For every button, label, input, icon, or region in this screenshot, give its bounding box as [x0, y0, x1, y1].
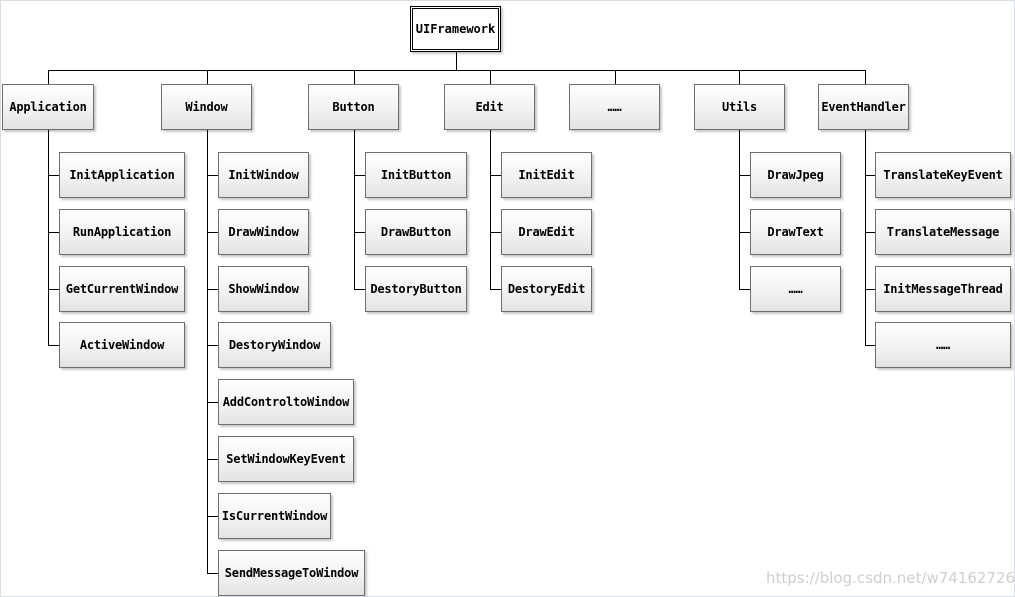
module-node-application: Application	[2, 84, 94, 130]
child-branch-line	[207, 175, 218, 176]
child-branch-line	[207, 289, 218, 290]
child-trunk-line	[354, 130, 355, 290]
function-node-drawwindow: DrawWindow	[218, 209, 309, 255]
child-branch-line	[354, 175, 365, 176]
function-node-initbutton: InitButton	[365, 152, 467, 198]
child-branch-line	[490, 232, 501, 233]
child-branch-line	[739, 175, 750, 176]
module-node-utils: Utils	[694, 84, 785, 130]
function-node-initmessagethread: InitMessageThread	[875, 266, 1011, 312]
function-node-translatemessage: TranslateMessage	[875, 209, 1011, 255]
child-branch-line	[207, 459, 218, 460]
child-branch-line	[207, 573, 218, 574]
function-node-initedit: InitEdit	[501, 152, 592, 198]
function-node-destorybutton: DestoryButton	[365, 266, 467, 312]
function-node-drawtext: DrawText	[750, 209, 841, 255]
module-node-more: ……	[569, 84, 660, 130]
child-branch-line	[48, 345, 59, 346]
child-branch-line	[865, 345, 875, 346]
child-trunk-line	[207, 130, 208, 574]
function-node-setwindowkeyevent: SetWindowKeyEvent	[218, 436, 354, 482]
module-drop-line	[48, 70, 49, 84]
watermark: https://blog.csdn.net/w741627265	[766, 569, 1015, 587]
function-node-destoryedit: DestoryEdit	[501, 266, 592, 312]
function-node-runapplication: RunApplication	[59, 209, 185, 255]
function-node-destorywindow: DestoryWindow	[218, 322, 331, 368]
child-branch-line	[48, 289, 59, 290]
function-node-getcurrentwindow: GetCurrentWindow	[59, 266, 185, 312]
function-node-addcontroltowindow: AddControltoWindow	[218, 379, 354, 425]
function-node-sendmessagetowindow: SendMessageToWindow	[218, 550, 365, 596]
module-bus-line	[48, 70, 865, 71]
module-drop-line	[865, 70, 866, 84]
module-node-button: Button	[308, 84, 399, 130]
child-trunk-line	[865, 130, 866, 346]
child-trunk-line	[739, 130, 740, 290]
child-branch-line	[207, 232, 218, 233]
root-connector	[456, 52, 457, 71]
module-drop-line	[207, 70, 208, 84]
child-branch-line	[354, 289, 365, 290]
function-node-initapplication: InitApplication	[59, 152, 185, 198]
child-branch-line	[48, 175, 59, 176]
function-node-drawbutton: DrawButton	[365, 209, 467, 255]
module-node-window: Window	[161, 84, 252, 130]
function-node-drawjpeg: DrawJpeg	[750, 152, 841, 198]
function-node-drawedit: DrawEdit	[501, 209, 592, 255]
child-branch-line	[490, 289, 501, 290]
child-trunk-line	[490, 130, 491, 290]
module-drop-line	[615, 70, 616, 84]
function-node-showwindow: ShowWindow	[218, 266, 309, 312]
child-branch-line	[207, 345, 218, 346]
child-branch-line	[490, 175, 501, 176]
child-branch-line	[354, 232, 365, 233]
child-trunk-line	[48, 130, 49, 346]
function-node-activewindow: ActiveWindow	[59, 322, 185, 368]
child-branch-line	[207, 516, 218, 517]
child-branch-line	[207, 402, 218, 403]
function-node-translatekeyevent: TranslateKeyEvent	[875, 152, 1011, 198]
child-branch-line	[739, 232, 750, 233]
module-drop-line	[490, 70, 491, 84]
function-node-more: ……	[875, 322, 1011, 368]
module-node-edit: Edit	[444, 84, 535, 130]
function-node-initwindow: InitWindow	[218, 152, 309, 198]
module-drop-line	[739, 70, 740, 84]
module-node-eventhandler: EventHandler	[818, 84, 909, 130]
root-node: UIFramework	[410, 6, 501, 52]
child-branch-line	[48, 232, 59, 233]
module-drop-line	[354, 70, 355, 84]
function-node-more: ……	[750, 266, 841, 312]
child-branch-line	[865, 289, 875, 290]
child-branch-line	[865, 175, 875, 176]
child-branch-line	[865, 232, 875, 233]
child-branch-line	[739, 289, 750, 290]
function-node-iscurrentwindow: IsCurrentWindow	[218, 493, 331, 539]
